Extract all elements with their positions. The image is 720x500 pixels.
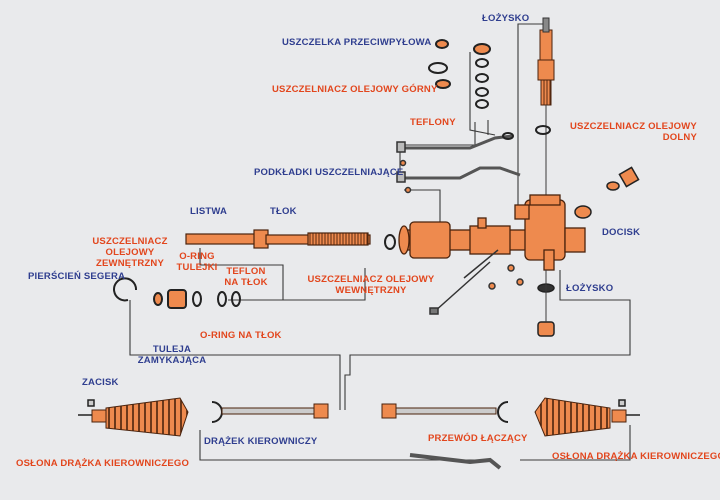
sealing-washers	[396, 141, 412, 194]
label-outer-oil-seal-line-1: USZCZELNIACZ	[92, 236, 168, 247]
label-teflon-rings: TEFLONY	[410, 117, 456, 128]
clamps	[78, 399, 640, 416]
label-connecting-tube: PRZEWÓD ŁĄCZĄCY	[428, 433, 528, 444]
label-teflon-piston: TEFLON NA TŁOK	[218, 266, 274, 288]
label-boot-left: OSŁONA DRĄŻKA KIEROWNICZEGO	[16, 458, 190, 469]
lower-bearing	[537, 270, 555, 337]
label-outer-oil-seal-line-2: OLEJOWY	[105, 247, 155, 258]
rack-bar	[185, 229, 371, 249]
label-inner-oil-seal-line-1: USZCZELNIACZ OLEJOWY	[307, 274, 435, 285]
label-boot-right: OSŁONA DRĄŻKA KIEROWNICZEGO	[552, 451, 720, 462]
label-dust-seal: USZCZELKA PRZECIWPYŁOWA	[282, 37, 432, 48]
connection-lines	[129, 23, 631, 461]
label-locking-sleeve-line-2: ZAMYKAJĄCA	[137, 355, 207, 366]
label-oring-sleeve-line-1: O-RING	[179, 251, 215, 262]
pressure-pad-parts	[574, 166, 640, 219]
label-teflon-piston-line-1: TEFLON	[226, 266, 266, 277]
inner-oil-seal-part	[384, 234, 396, 250]
label-locking-sleeve: TULEJA ZAMYKAJĄCA	[132, 344, 212, 366]
label-lower-oil-seal-line-1: USZCZELNIACZ OLEJOWY	[570, 121, 697, 132]
label-oring-sleeve-line-2: TULEJKI	[176, 262, 218, 273]
label-outer-oil-seal-line-3: ZEWNĘTRZNY	[96, 258, 164, 269]
piston-small-parts	[113, 277, 241, 309]
label-lower-oil-seal-line-2: DOLNY	[662, 132, 697, 143]
rack-housing	[398, 194, 586, 271]
label-piston: TŁOK	[270, 206, 297, 217]
left-tie-rod	[211, 401, 329, 423]
label-pressure-pad: DOCISK	[602, 227, 641, 238]
label-tie-rod: DRĄŻEK KIEROWNICZY	[204, 436, 318, 447]
label-bearing-top: ŁOŻYSKO	[482, 13, 530, 24]
right-tie-rod	[381, 401, 509, 423]
label-upper-oil-seal: USZCZELNIACZ OLEJOWY GÓRNY	[272, 84, 438, 95]
label-rack: LISTWA	[190, 206, 228, 217]
pinion-shaft	[537, 17, 555, 200]
hydraulic-pipes	[405, 134, 521, 470]
label-lower-oil-seal: USZCZELNIACZ OLEJOWY DOLNY	[570, 121, 697, 143]
label-snap-ring: PIERŚCIEŃ SEGERA	[28, 271, 126, 282]
label-oring-sleeve: O-RING TULEJKI	[172, 251, 222, 273]
label-oring-piston: O-RING NA TŁOK	[200, 330, 282, 341]
label-sealing-washers: PODKŁADKI USZCZELNIAJĄCE	[254, 167, 404, 178]
label-outer-oil-seal: USZCZELNIACZ OLEJOWY ZEWNĘTRZNY	[88, 236, 172, 269]
label-inner-oil-seal: USZCZELNIACZ OLEJOWY WEWNĘTRZNY	[306, 274, 436, 296]
label-bearing-bottom: ŁOŻYSKO	[566, 283, 614, 294]
label-clamp: ZACISK	[82, 377, 119, 388]
right-steering-boot	[534, 397, 627, 437]
upper-seals	[428, 39, 551, 140]
label-inner-oil-seal-line-2: WEWNĘTRZNY	[335, 285, 407, 296]
label-teflon-piston-line-2: NA TŁOK	[224, 277, 268, 288]
label-locking-sleeve-line-1: TULEJA	[152, 344, 192, 355]
bolts	[429, 249, 524, 315]
left-steering-boot	[91, 397, 189, 437]
